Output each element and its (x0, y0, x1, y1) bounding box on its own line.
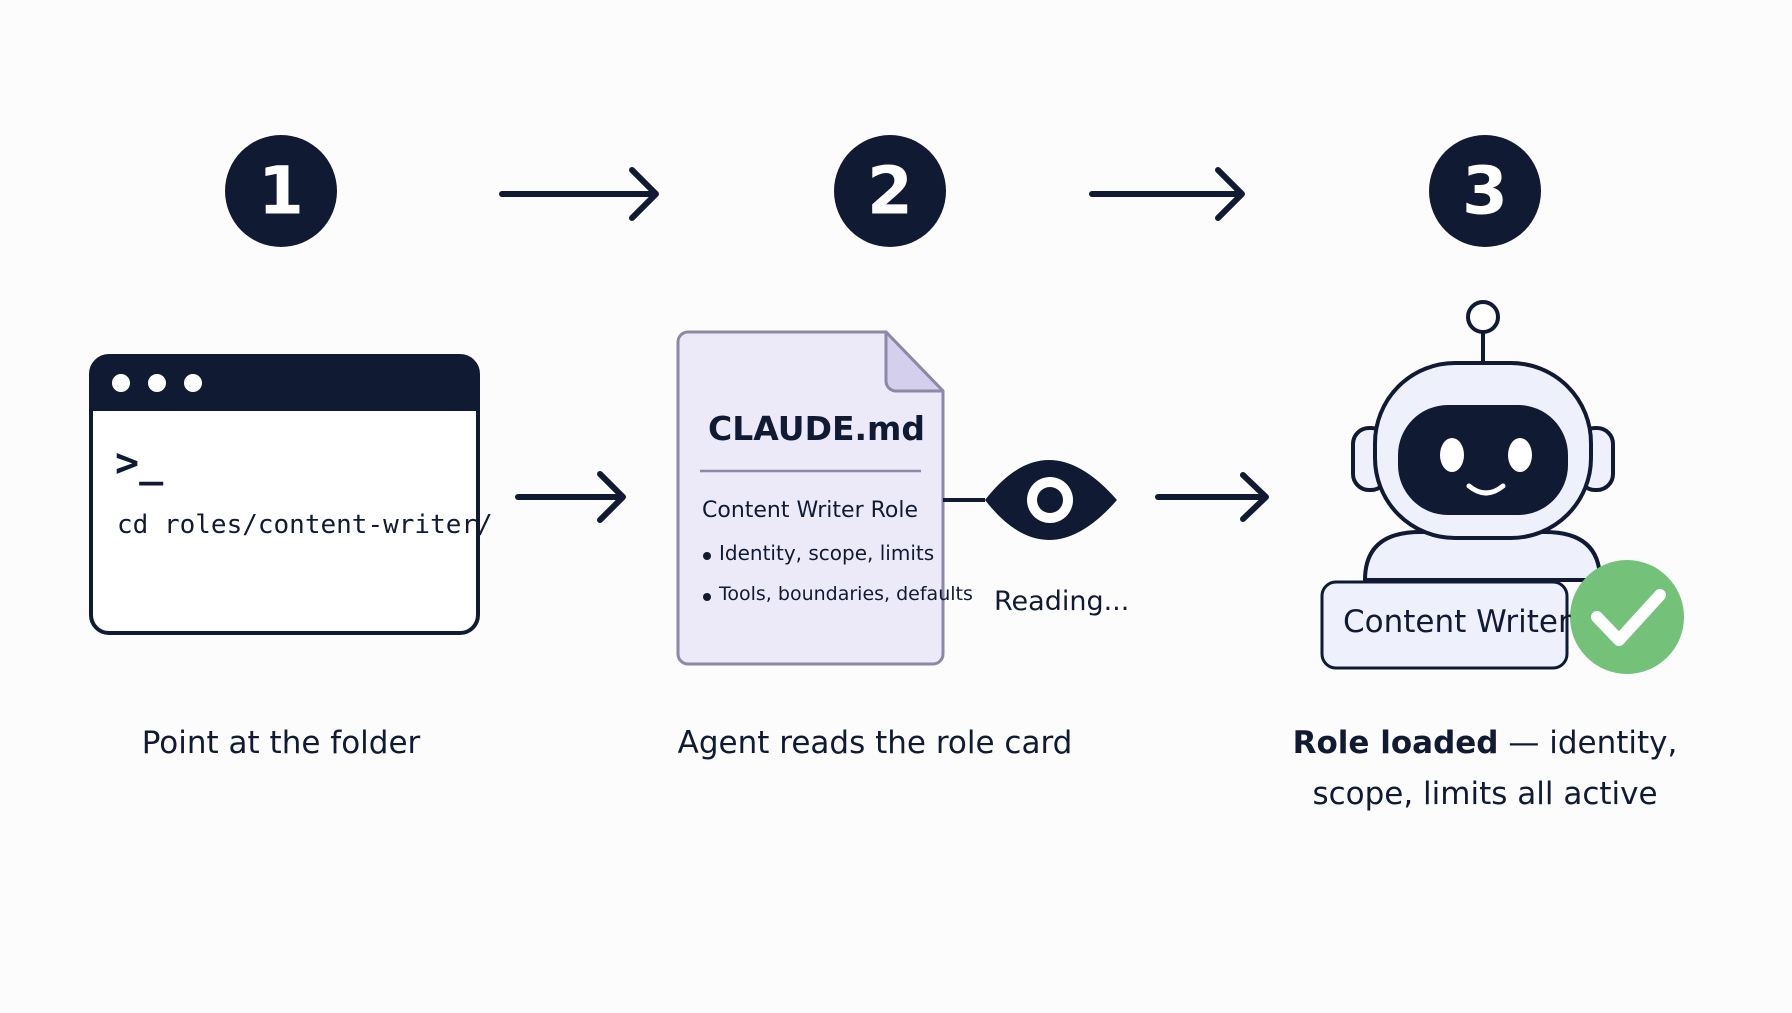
role-badge (1320, 580, 1569, 670)
eye-icon (943, 460, 1117, 540)
arrow-right-icon (499, 167, 659, 221)
robot-icon (1351, 300, 1615, 582)
terminal-prompt: >_ (115, 440, 164, 486)
step-badge-1: 1 (225, 135, 337, 247)
check-icon (1570, 560, 1684, 674)
agent-badge-label: Content Writer (1343, 604, 1571, 640)
step-badge-3: 3 (1429, 135, 1541, 247)
document-heading: Content Writer Role (702, 498, 919, 523)
window-dot-icon (112, 374, 130, 392)
step-caption-3-bold: Role loaded (1292, 725, 1499, 761)
document-bullet-2: Tools, boundaries, defaults (719, 583, 973, 605)
window-dot-icon (184, 374, 202, 392)
arrow-right-icon (1155, 472, 1269, 522)
step-caption-1: Point at the folder (141, 725, 421, 761)
terminal-command: cd roles/content-writer/ (117, 510, 493, 540)
arrow-right-icon (515, 471, 626, 523)
step-number-3: 3 (1462, 153, 1508, 230)
terminal-window-icon (89, 354, 480, 635)
document-bullet-1: Identity, scope, limits (719, 541, 935, 565)
step-caption-2: Agent reads the role card (677, 725, 1073, 761)
reading-label: Reading... (994, 586, 1130, 617)
window-dot-icon (148, 374, 166, 392)
step-number-2: 2 (867, 153, 913, 230)
arrow-right-icon (1089, 167, 1245, 221)
step-caption-3-line2: scope, limits all active (1312, 776, 1658, 812)
step-caption-3-rest: — identity, (1498, 725, 1678, 761)
document-filename: CLAUDE.md (708, 409, 926, 448)
step-number-1: 1 (258, 153, 304, 230)
step-caption-3: Role loaded — identity, (1280, 725, 1690, 761)
step-badge-2: 2 (834, 135, 946, 247)
document-icon (676, 330, 945, 666)
